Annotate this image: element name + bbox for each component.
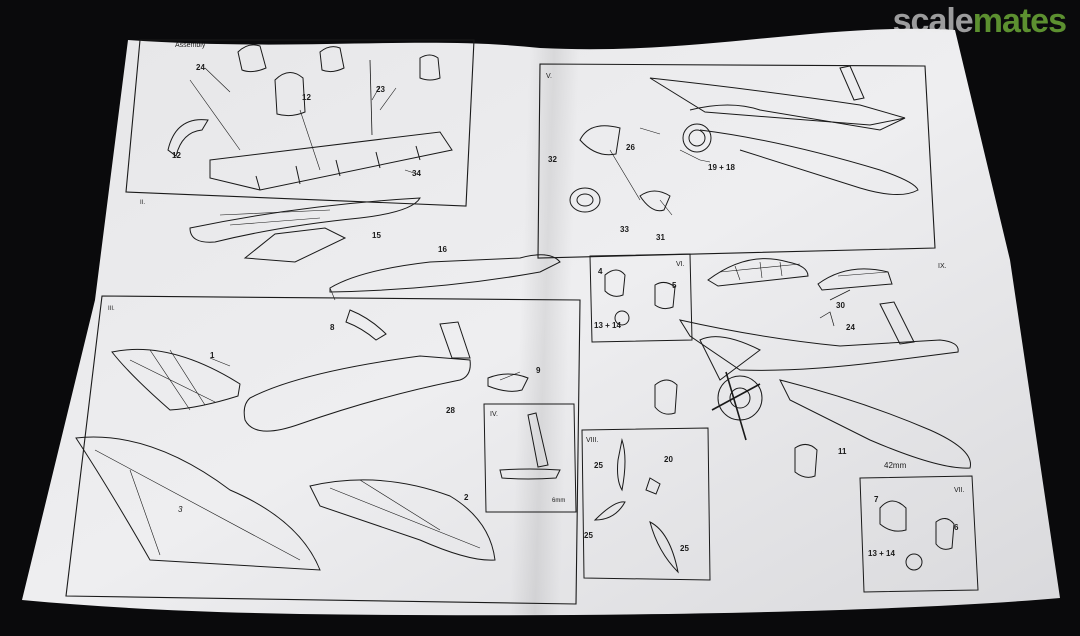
part-callout-24b: 24 [846, 323, 855, 332]
panel-label-ix: IX. [938, 263, 947, 270]
part-callout-33: 33 [620, 225, 629, 234]
part-callout-15: 15 [372, 231, 381, 240]
part-callout-13-14b: 13 + 14 [868, 549, 895, 558]
part-callout-26: 26 [626, 143, 635, 152]
part-callout-25a: 25 [594, 461, 603, 470]
watermark-part-2: mates [972, 2, 1067, 40]
part-callout-30: 30 [836, 301, 845, 310]
part-callout-9: 9 [536, 366, 541, 375]
part-callout-28: 28 [446, 406, 455, 415]
part-callout-24: 24 [196, 63, 205, 72]
panel-vii-frame [859, 475, 979, 593]
part-callout-4: 4 [598, 267, 603, 276]
panel-label-v: V. [546, 73, 552, 80]
panel-iii-frame [65, 295, 581, 605]
part-callout-34: 34 [412, 169, 421, 178]
panel-label-ii: II. [140, 200, 145, 206]
part-callout-13-14a: 13 + 14 [594, 321, 621, 330]
part-callout-7: 7 [874, 495, 879, 504]
part-callout-31: 31 [656, 233, 665, 242]
part-callout-16: 16 [438, 245, 447, 254]
part-callout-23: 23 [376, 85, 385, 94]
part-callout-6mm: 6mm [552, 498, 565, 504]
panel-label-iv: IV. [490, 411, 498, 418]
watermark-part-1: scale [892, 2, 974, 40]
panel-label-vii: VII. [954, 487, 965, 494]
part-callout-42mm: 42mm [884, 461, 907, 470]
panel-viii-frame [581, 427, 711, 581]
panel-iv-frame [483, 403, 577, 513]
part-callout-12a: 12 [172, 151, 181, 160]
part-callout-5: 5 [672, 281, 677, 290]
panel-label-assembly: Assembly [175, 42, 206, 49]
part-callout-2: 2 [464, 493, 469, 502]
part-callout-6: 6 [954, 523, 959, 532]
part-callout-25c: 25 [680, 544, 689, 553]
part-callout-1: 1 [210, 351, 215, 360]
panel-vi-frame [589, 253, 693, 343]
scalemates-watermark: scalemates [892, 2, 1067, 41]
panel-ii-frame [125, 39, 475, 207]
part-callout-25b: 25 [584, 531, 593, 540]
part-callout-32: 32 [548, 155, 557, 164]
panel-v-frame [537, 63, 936, 259]
panel-label-vi: VI. [676, 261, 685, 268]
part-callout-11: 11 [838, 447, 847, 456]
part-callout-8: 8 [330, 323, 335, 332]
part-callout-20: 20 [664, 455, 673, 464]
part-callout-19-18: 19 + 18 [708, 163, 735, 172]
part-callout-12b: 12 [302, 93, 311, 102]
panel-label-viii: VIII. [586, 437, 599, 444]
part-callout-3: 3 [178, 505, 183, 514]
panel-label-iii: III. [108, 306, 115, 312]
